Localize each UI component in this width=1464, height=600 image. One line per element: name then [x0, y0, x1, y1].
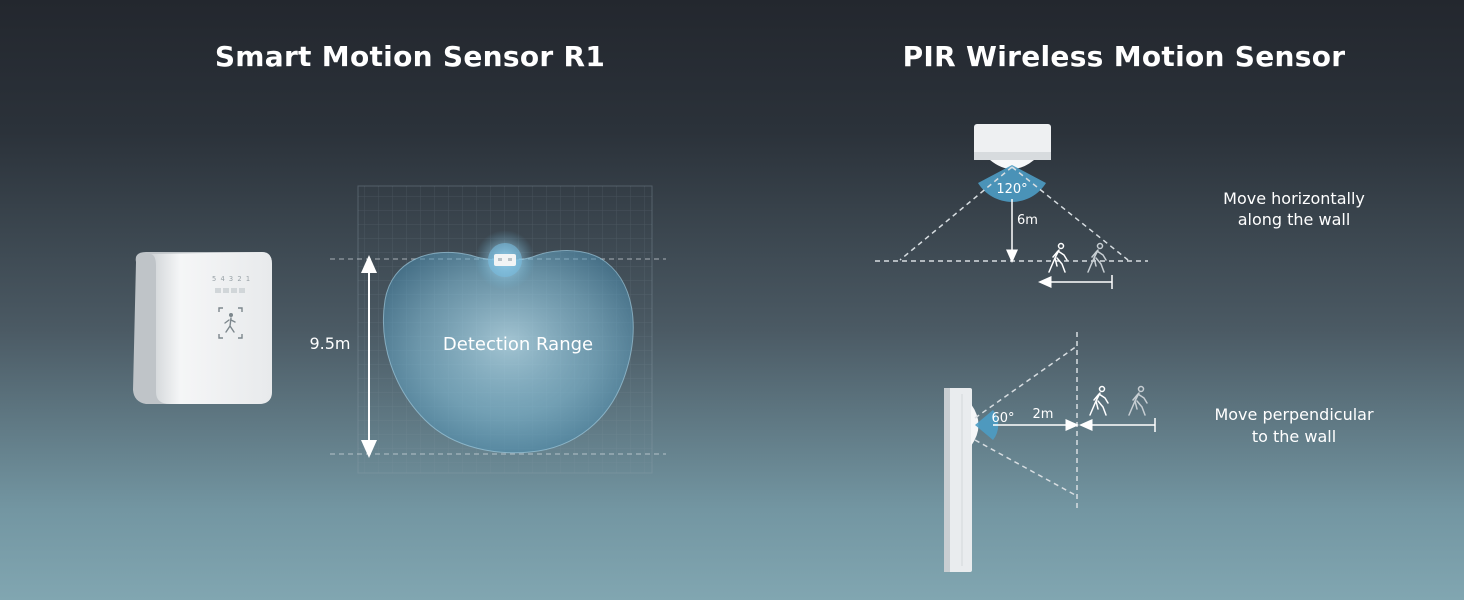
angle-sector-120: [978, 165, 1046, 202]
r1-device: 5 4 3 2 1: [133, 252, 272, 404]
caption-perpendicular-line1: Move perpendicular: [1214, 405, 1374, 424]
angle-label-60: 60°: [991, 411, 1014, 426]
wall-coverage-line-top: [974, 345, 1078, 419]
r1-digit-strip: 5 4 3 2 1: [212, 275, 250, 283]
right-title: PIR Wireless Motion Sensor: [902, 40, 1346, 73]
walking-person-icon: [1089, 385, 1109, 416]
left-title: Smart Motion Sensor R1: [214, 40, 606, 73]
angle-sector-60: [975, 410, 999, 440]
coverage-line-left: [899, 166, 1013, 261]
running-person-icon: [1087, 242, 1107, 273]
wall-coverage-line-bottom: [974, 439, 1078, 497]
motion-sensor-device-icon: [218, 307, 243, 339]
sensor-top-device: [494, 254, 516, 266]
detection-range-area: [382, 249, 634, 454]
wall-sensor-device: [944, 388, 979, 572]
caption-horizontal-line1: Move horizontally: [1223, 189, 1365, 208]
coverage-line-right: [1011, 166, 1129, 261]
running-person-icon: [1128, 385, 1148, 416]
caption-perpendicular-line2: to the wall: [1252, 427, 1336, 446]
distance-label-9-5m: 9.5m: [309, 334, 350, 353]
caption-horizontal-line2: along the wall: [1238, 210, 1351, 229]
walking-person-icon: [1048, 242, 1068, 273]
detection-range-label: Detection Range: [443, 334, 593, 355]
r1-led-bar: [215, 288, 245, 293]
angle-label-120: 120°: [996, 182, 1027, 197]
distance-label-2m: 2m: [1033, 407, 1054, 422]
ceiling-sensor-device: [974, 124, 1051, 169]
height-label-6m: 6m: [1017, 213, 1038, 228]
